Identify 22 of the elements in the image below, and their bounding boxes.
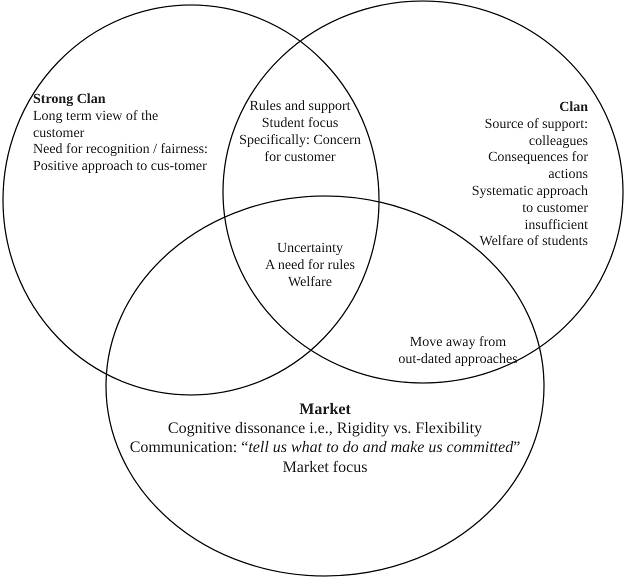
circle-text: Cognitive dissonance i.e., Rigidity vs. Flexibility	[166, 419, 484, 438]
circle-text: Consequences for actions	[487, 150, 588, 184]
circle-heading: Strong Clan	[33, 92, 106, 109]
circle-text: Positive approach to cus-tomer	[33, 159, 208, 176]
overlap-text: Uncertainty	[276, 240, 344, 258]
venn-circle	[2, 4, 380, 396]
circle-text: Communication: “tell us what to do and make us committed”	[128, 438, 522, 458]
circle-heading: Clan	[558, 100, 588, 117]
circle-text: Systematic approach to customer insufficient	[470, 184, 588, 234]
circle-text: Welfare of students	[478, 234, 588, 252]
circle-text: Long term view of the customer	[33, 108, 160, 142]
circle-text: Source of support: colleagues	[484, 116, 588, 150]
circle-heading: Market	[298, 400, 352, 420]
circle-text: Market focus	[282, 458, 368, 477]
overlap-text: A need for rules	[264, 257, 356, 274]
overlap-text: Move away from out-dated approaches	[398, 334, 518, 368]
overlap-text: Welfare	[287, 274, 333, 292]
circle-text: Need for recognition / fairness:	[33, 142, 209, 160]
overlap-text: Rules and support	[248, 98, 352, 116]
overlap-text: Student focus	[260, 115, 340, 132]
venn-circle	[222, 0, 624, 384]
overlap-text: Specifically: Concern for customer	[238, 132, 362, 166]
